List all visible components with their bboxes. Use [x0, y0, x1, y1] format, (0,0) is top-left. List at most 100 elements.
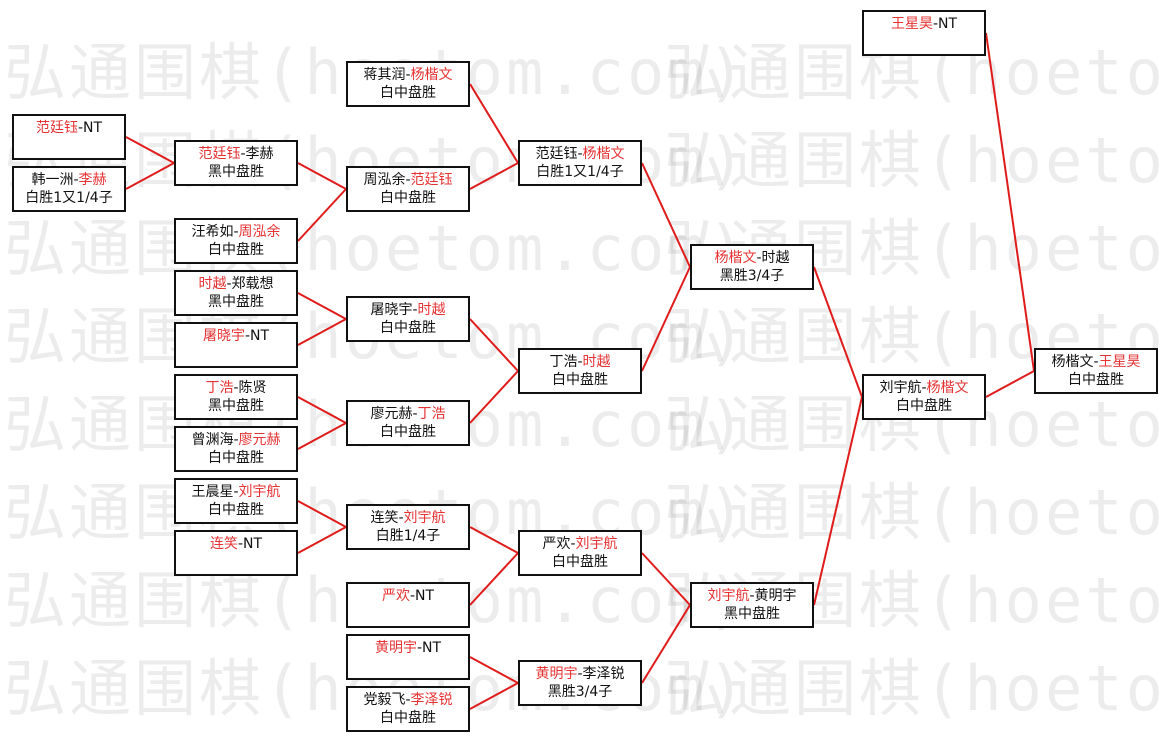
match-result: 白中盘胜	[380, 190, 436, 206]
player-2-name: NT	[250, 328, 270, 344]
match-players: 连笑-刘宇航	[370, 509, 445, 527]
match-result: 白中盘胜	[208, 502, 264, 518]
player-2-name: 郑载想	[231, 276, 274, 292]
player-1-name: 黄明宇	[535, 666, 578, 682]
connector-line	[985, 370, 1035, 398]
player-2-name: 范廷钰	[410, 172, 453, 188]
player-2-name: 杨楷文	[926, 380, 969, 396]
player-2-name: 时越	[761, 250, 790, 266]
versus-dash: -	[233, 224, 239, 240]
player-1-name: 杨楷文	[714, 250, 757, 266]
player-1-name: 王星昊	[890, 16, 933, 32]
connector-line	[297, 422, 347, 450]
match-result: 黑中盘胜	[208, 294, 264, 310]
match-players: 刘宇航-黄明宇	[707, 587, 796, 605]
match-result: 白中盘胜	[1068, 372, 1124, 388]
player-2-name: 王星昊	[1098, 354, 1141, 370]
match-box-r2m6: 曾渊海-廖元赫白中盘胜	[174, 426, 298, 472]
match-box-r3m4: 廖元赫-丁浩白中盘胜	[346, 400, 470, 446]
versus-dash: -	[240, 146, 246, 162]
match-result: 白胜1/4子	[375, 528, 441, 544]
versus-dash: -	[577, 666, 583, 682]
player-1-name: 连笑	[370, 510, 399, 526]
player-1-name: 刘宇航	[707, 588, 750, 604]
player-1-name: 汪希如	[191, 224, 234, 240]
match-players: 蒋其润-杨楷文	[363, 66, 452, 84]
connector-line	[297, 318, 347, 346]
player-1-name: 范廷钰	[35, 120, 78, 136]
match-players: 刘宇航-杨楷文	[879, 379, 968, 397]
player-2-name: 时越	[417, 302, 446, 318]
match-box-r4m3: 严欢-刘宇航白中盘胜	[518, 530, 642, 576]
connector-line	[641, 266, 691, 372]
connector-line	[297, 526, 347, 554]
player-2-name: NT	[938, 16, 958, 32]
player-2-name: 周泓余	[238, 224, 281, 240]
player-1-name: 刘宇航	[879, 380, 922, 396]
match-result: 白中盘胜	[380, 424, 436, 440]
player-2-name: 杨楷文	[410, 67, 453, 83]
match-players: 屠晓宇-时越	[370, 301, 445, 319]
player-2-name: 刘宇航	[575, 536, 618, 552]
match-result: 黑中盘胜	[208, 398, 264, 414]
versus-dash: -	[226, 276, 232, 292]
match-players: 范廷钰-李赫	[198, 145, 273, 163]
match-result: 白中盘胜	[552, 554, 608, 570]
match-players: 党毅飞-李泽锐	[363, 691, 452, 709]
versus-dash: -	[405, 172, 411, 188]
connector-line	[641, 552, 691, 606]
connector-line	[297, 162, 347, 190]
connector-line	[469, 83, 519, 164]
match-box-r1m1: 范廷钰-NT	[12, 114, 126, 160]
player-2-name: NT	[83, 120, 103, 136]
player-2-name: 李泽锐	[582, 666, 625, 682]
connector-line	[469, 656, 519, 684]
match-box-r7m1: 王星昊-NT	[862, 10, 986, 56]
match-box-r2m7: 王晨星-刘宇航白中盘胜	[174, 478, 298, 524]
player-1-name: 时越	[198, 276, 227, 292]
match-result: 白中盘胜	[896, 398, 952, 414]
player-1-name: 王晨星	[191, 484, 234, 500]
player-2-name: 李泽锐	[410, 692, 453, 708]
connector-line	[297, 188, 347, 242]
player-1-name: 韩一洲	[31, 172, 74, 188]
match-box-r3m7: 黄明宇-NT	[346, 634, 470, 680]
match-players: 丁浩-陈贤	[205, 379, 266, 397]
match-box-r3m3: 屠晓宇-时越白中盘胜	[346, 296, 470, 342]
match-players: 杨楷文-王星昊	[1051, 353, 1140, 371]
connector-line	[641, 604, 691, 684]
match-result: 白胜1又1/4子	[536, 164, 624, 180]
player-2-name: 李赫	[245, 146, 274, 162]
player-2-name: NT	[243, 536, 263, 552]
match-box-r1m2: 韩一洲-李赫白胜1又1/4子	[12, 166, 126, 212]
connector-line	[125, 162, 175, 190]
match-players: 黄明宇-李泽锐	[535, 665, 624, 683]
match-players: 屠晓宇-NT	[203, 327, 269, 345]
match-players: 韩一洲-李赫	[31, 171, 106, 189]
match-result: 白中盘胜	[208, 450, 264, 466]
match-players: 王晨星-刘宇航	[191, 483, 280, 501]
versus-dash: -	[570, 536, 576, 552]
versus-dash: -	[237, 536, 244, 552]
match-players: 时越-郑载想	[198, 275, 273, 293]
player-2-name: 刘宇航	[403, 510, 446, 526]
match-box-r5m1: 杨楷文-时越黑胜3/4子	[690, 244, 814, 290]
versus-dash: -	[233, 484, 239, 500]
connector-line	[297, 292, 347, 320]
match-box-r3m6: 严欢-NT	[346, 582, 470, 628]
versus-dash: -	[398, 510, 404, 526]
match-box-r7m2: 杨楷文-王星昊白中盘胜	[1034, 348, 1158, 394]
match-players: 严欢-刘宇航	[542, 535, 617, 553]
match-players: 范廷钰-NT	[36, 119, 102, 137]
match-result: 白中盘胜	[208, 242, 264, 258]
player-2-name: NT	[415, 588, 435, 604]
player-2-name: 李赫	[78, 172, 107, 188]
match-box-r3m2: 周泓余-范廷钰白中盘胜	[346, 166, 470, 212]
match-players: 丁浩-时越	[549, 353, 610, 371]
versus-dash: -	[416, 640, 423, 656]
player-1-name: 连笑	[209, 536, 238, 552]
versus-dash: -	[73, 172, 79, 188]
player-1-name: 周泓余	[363, 172, 406, 188]
connector-line	[813, 396, 863, 606]
versus-dash: -	[932, 16, 939, 32]
